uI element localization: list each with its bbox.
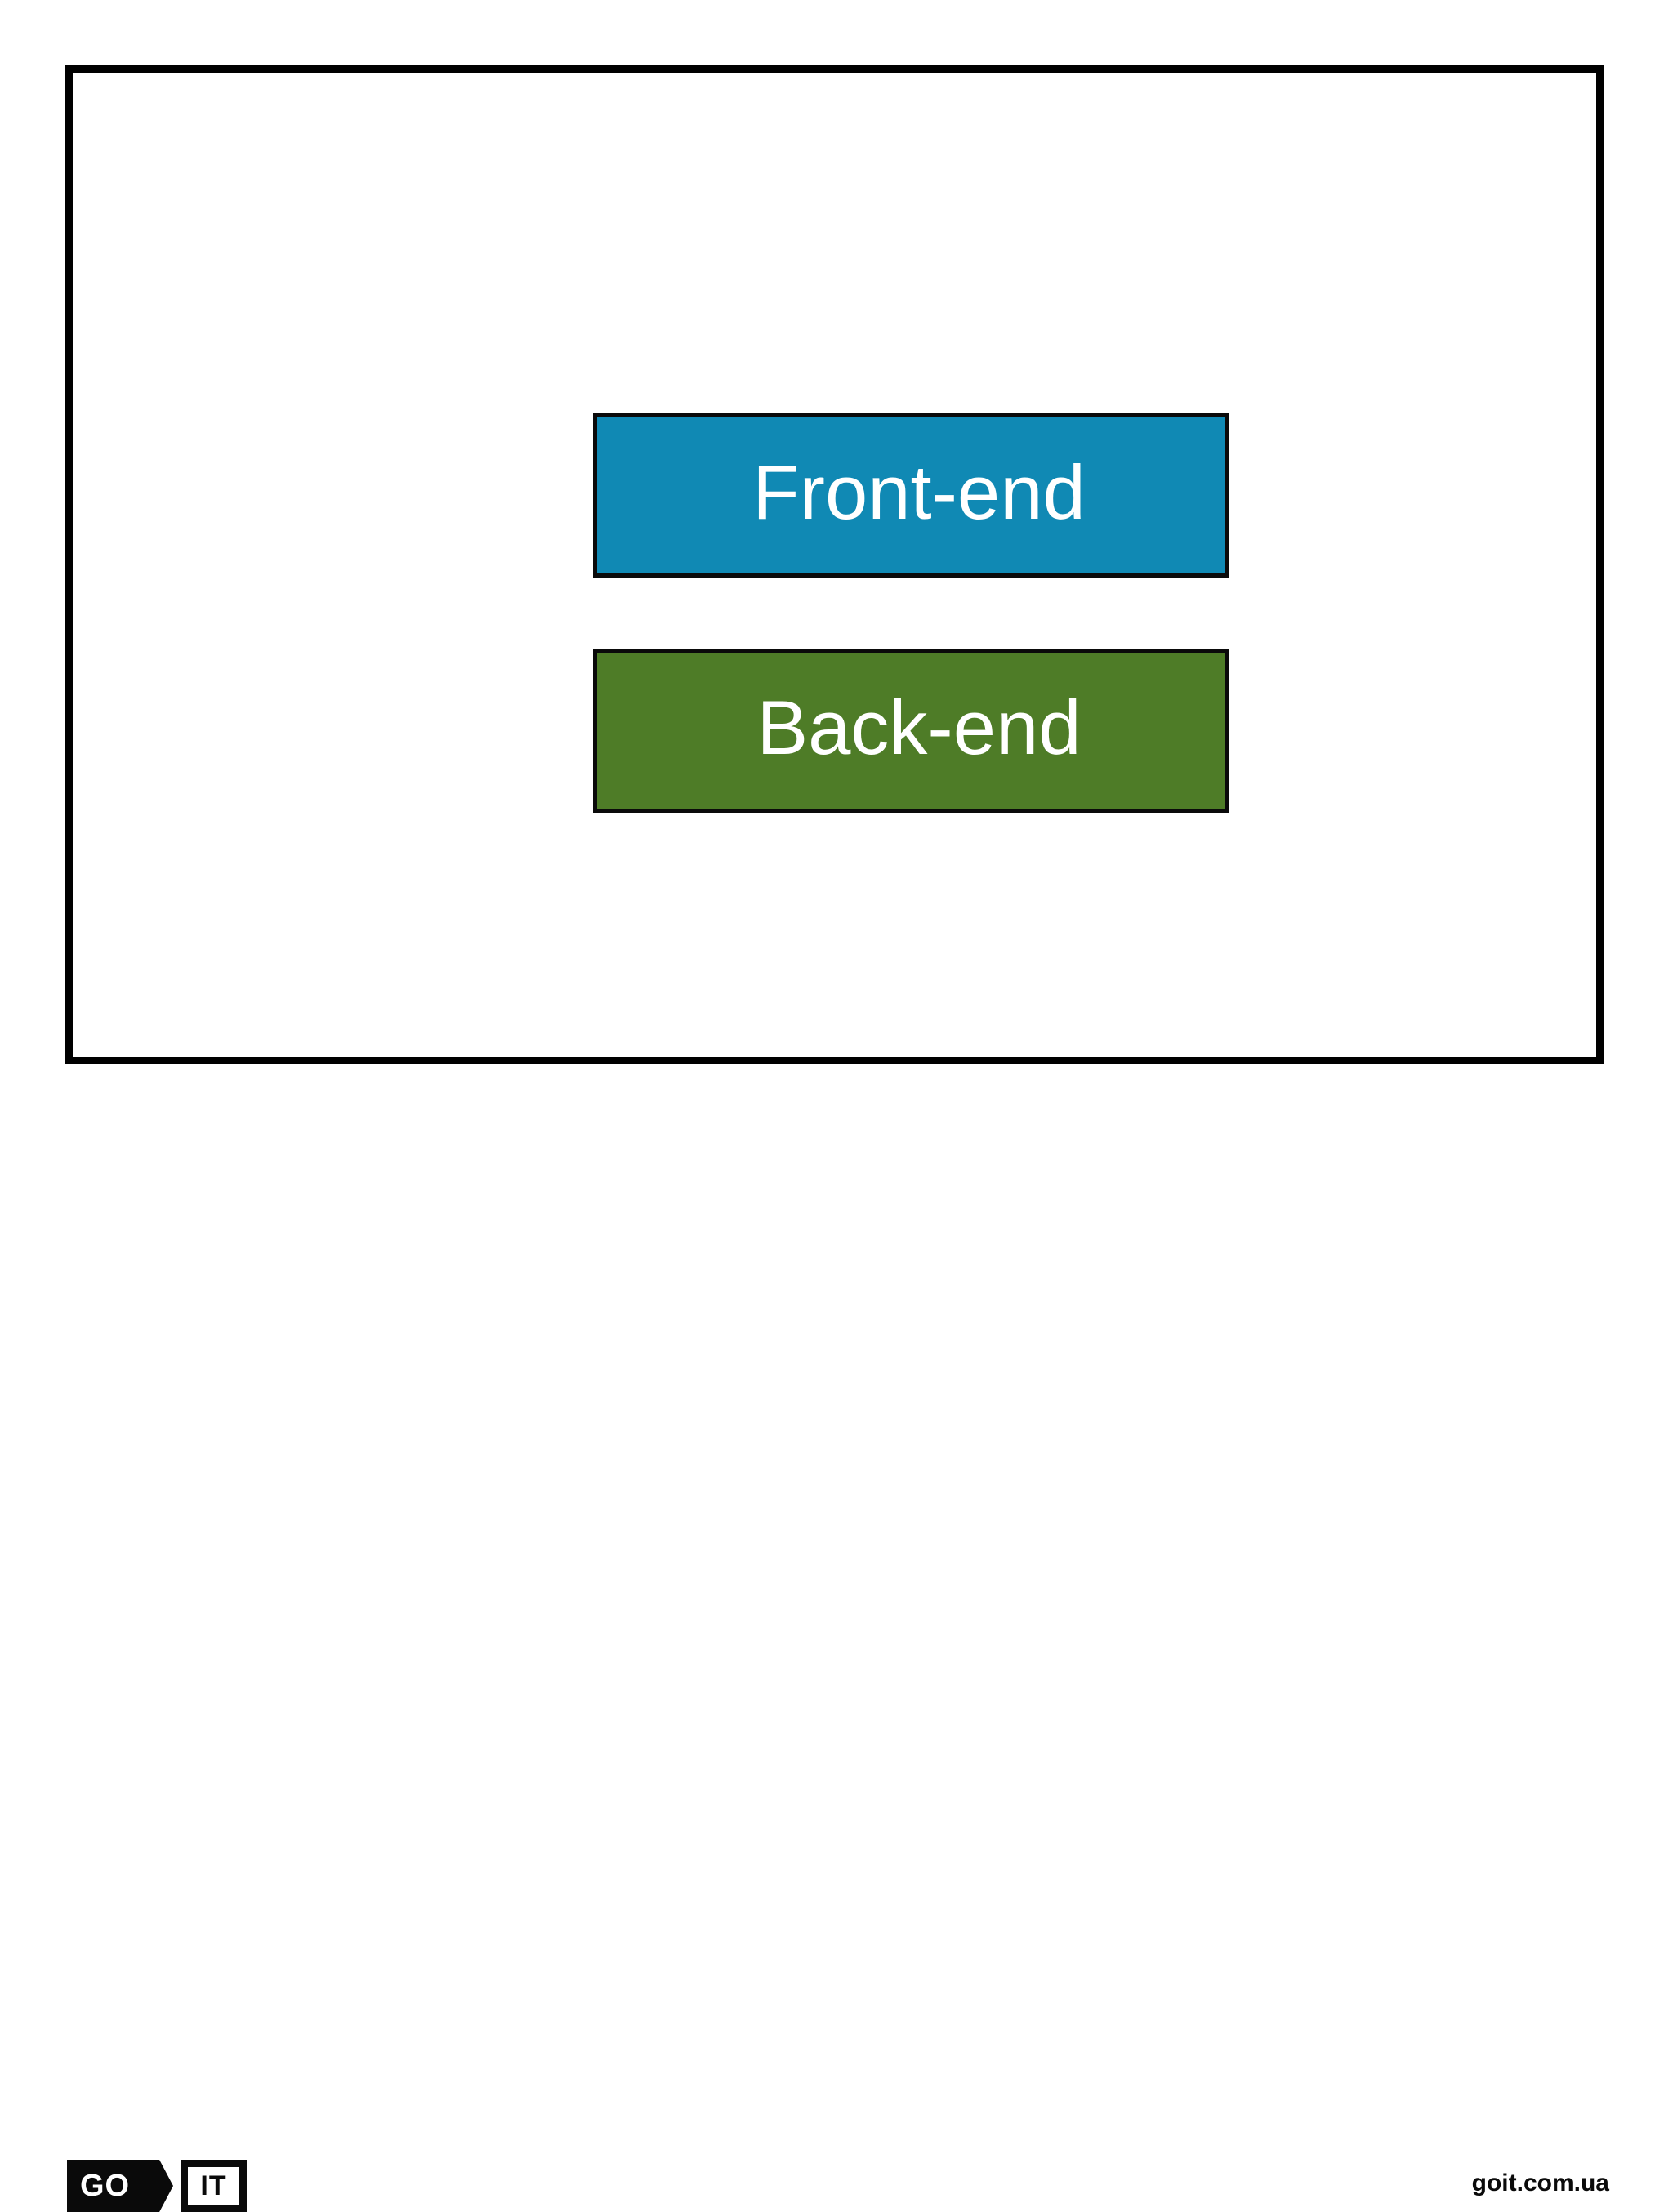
- logo-go-arrow-icon: GO: [67, 2160, 173, 2212]
- block-frontend[interactable]: Front-end: [593, 413, 1229, 578]
- slide-frame: Front-end Back-end: [65, 65, 1604, 1064]
- block-backend-label: Back-end: [756, 685, 1082, 770]
- logo-go-text: GO: [80, 2169, 131, 2203]
- slide-footer: GO IT goit.com.ua: [0, 1064, 1673, 2212]
- block-backend[interactable]: Back-end: [593, 649, 1229, 813]
- block-frontend-label: Front-end: [752, 448, 1086, 535]
- site-url: goit.com.ua: [1471, 2170, 1609, 2196]
- goit-logo: GO IT: [67, 2160, 247, 2212]
- logo-it-box-icon: IT: [181, 2160, 247, 2212]
- diagram-blocks: Front-end Back-end: [593, 413, 1229, 813]
- logo-it-text: IT: [200, 2170, 227, 2201]
